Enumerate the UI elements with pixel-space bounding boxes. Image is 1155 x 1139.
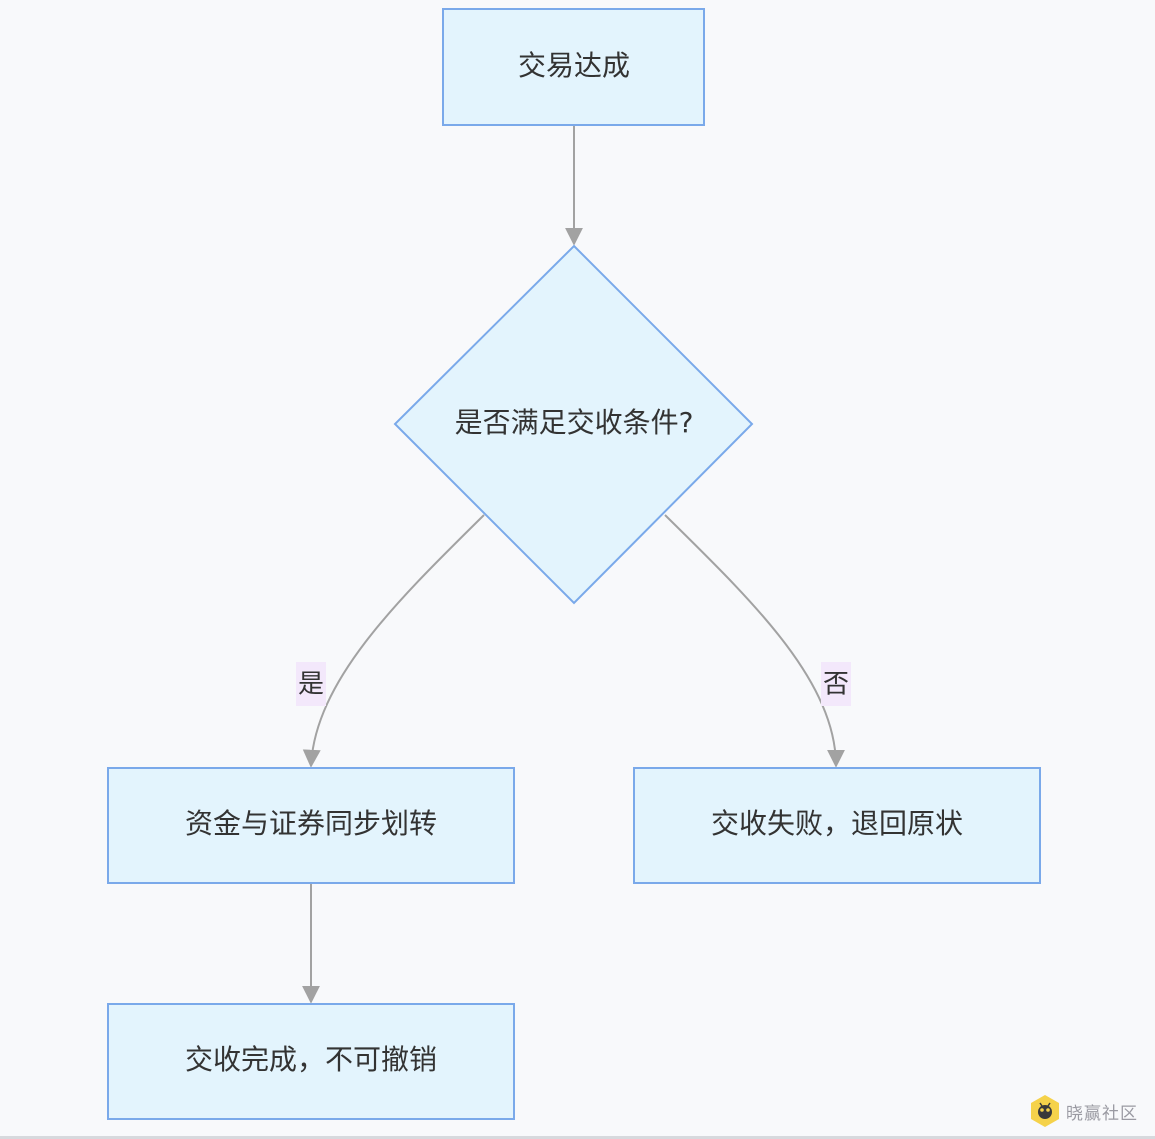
edge-decision-to-no [664,514,845,768]
edge-label-no-text: 否 [823,670,849,700]
node-no-result-label: 交收失败，退回原状 [711,807,963,840]
node-final-label: 交收完成，不可撤销 [185,1043,437,1076]
node-start-label: 交易达成 [518,49,630,82]
node-final: 交收完成，不可撤销 [107,1003,515,1120]
edge-decision-to-yes [302,514,485,768]
watermark: 晓赢社区 [1028,1093,1138,1129]
node-start: 交易达成 [442,8,705,126]
edge-label-yes: 是 [296,662,326,706]
bee-logo-icon [1031,1095,1059,1127]
bottom-divider [0,1136,1155,1139]
node-yes-result-label: 资金与证券同步划转 [185,807,437,840]
node-decision: 是否满足交收条件? [393,244,754,605]
node-yes-result: 资金与证券同步划转 [107,767,515,884]
watermark-text: 晓赢社区 [1066,1103,1138,1124]
edge-label-yes-text: 是 [298,670,324,700]
node-decision-label: 是否满足交收条件? [455,406,694,439]
edge-label-no: 否 [821,662,851,706]
node-no-result: 交收失败，退回原状 [633,767,1041,884]
